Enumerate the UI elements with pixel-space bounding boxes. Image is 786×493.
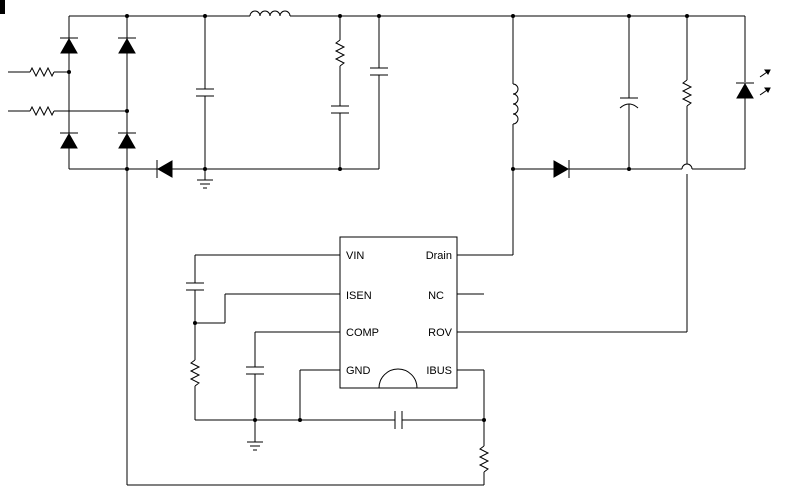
ground-symbol-1 bbox=[197, 169, 213, 189]
resistor-r-in2 bbox=[29, 105, 55, 117]
control-network bbox=[126, 169, 687, 486]
pin-label-isen: ISEN bbox=[346, 290, 372, 302]
pin-label-rov: ROV bbox=[428, 327, 453, 339]
pin-label-nc: NC bbox=[428, 290, 444, 302]
resistor-r-in1 bbox=[29, 66, 55, 78]
diode-d4 bbox=[118, 132, 136, 149]
ic-notch bbox=[378, 368, 418, 389]
diode-d2 bbox=[118, 37, 136, 54]
resistor-r-isen bbox=[189, 359, 201, 387]
ground-symbol-2 bbox=[247, 441, 263, 451]
pin-label-drain: Drain bbox=[426, 250, 452, 262]
corner-mark bbox=[0, 0, 5, 14]
resistor-r1 bbox=[334, 39, 346, 67]
pin-label-comp: COMP bbox=[346, 327, 379, 339]
pin-label-gnd: GND bbox=[346, 365, 371, 377]
ic-body bbox=[339, 236, 458, 389]
diode-d3 bbox=[60, 132, 78, 149]
bridge-rectifier bbox=[60, 14, 136, 171]
diode-d1 bbox=[60, 37, 78, 54]
inductor-l2 bbox=[512, 83, 519, 125]
output-stage bbox=[511, 14, 771, 332]
input-resistors bbox=[8, 66, 127, 117]
diode-d5 bbox=[156, 160, 173, 178]
resistor-r-out bbox=[681, 79, 693, 107]
pin-label-ibus: IBUS bbox=[426, 365, 452, 377]
input-filter bbox=[127, 10, 513, 189]
controller-ic: VIN ISEN COMP GND Drain NC ROV IBUS bbox=[339, 236, 458, 389]
resistor-r-sense bbox=[478, 445, 490, 473]
inductor-l1 bbox=[249, 10, 291, 17]
led-d7 bbox=[736, 82, 754, 99]
diode-d6 bbox=[553, 160, 570, 178]
pin-label-vin: VIN bbox=[346, 250, 364, 262]
